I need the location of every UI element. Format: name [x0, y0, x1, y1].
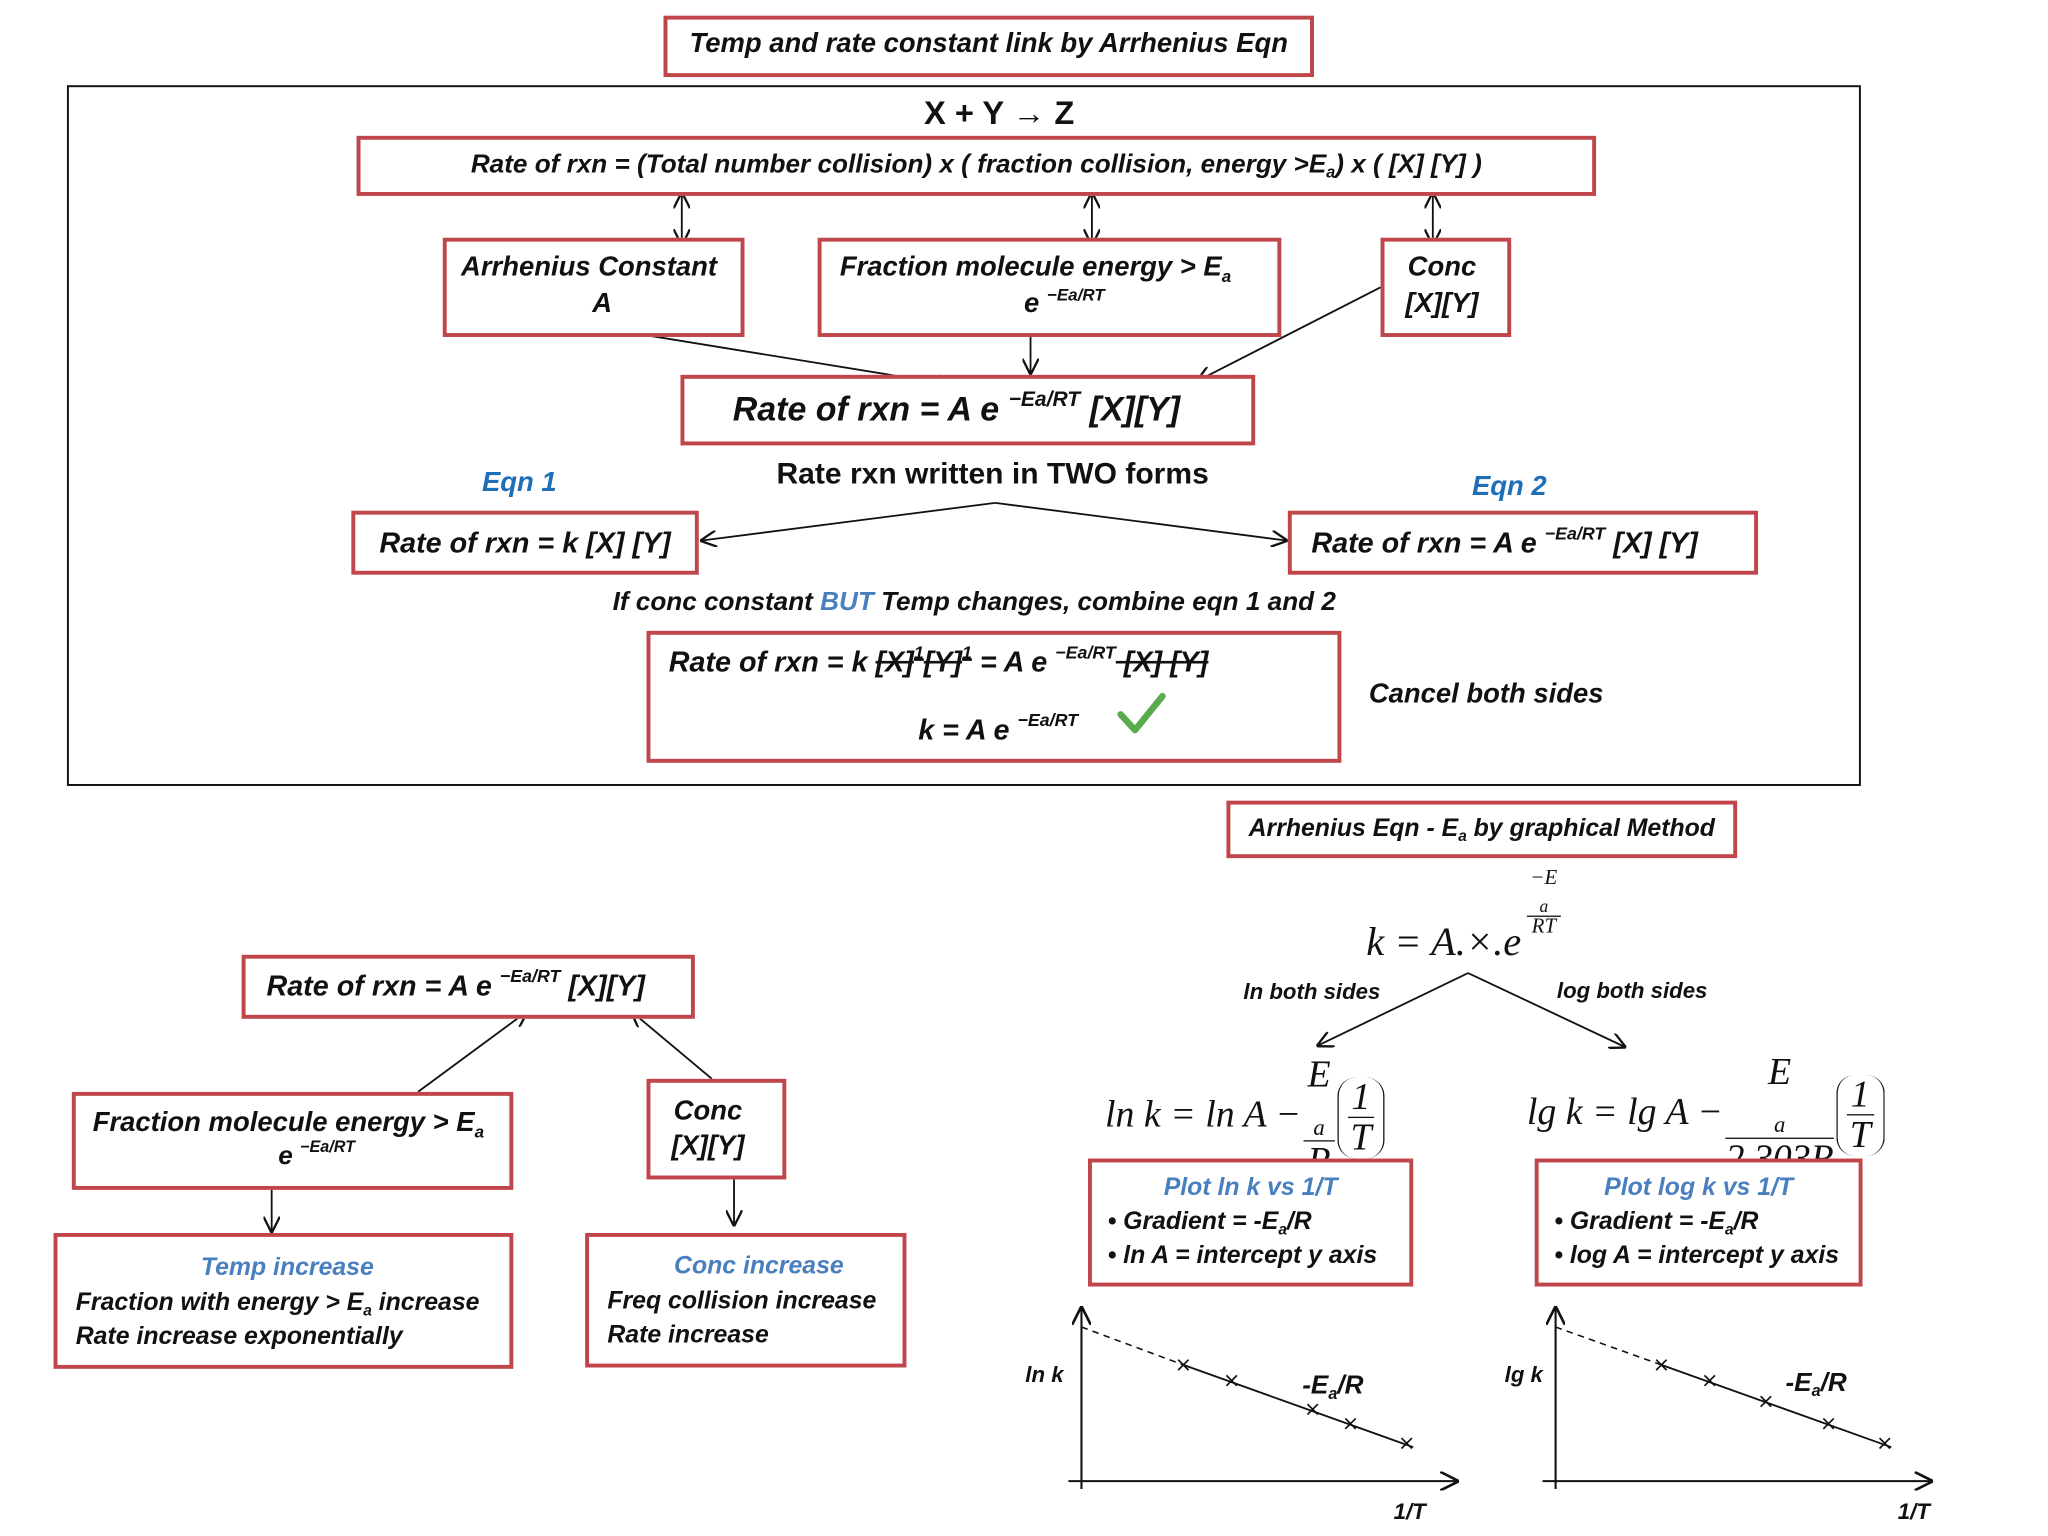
rate-general-box — [356, 135, 1597, 196]
plot-log-gradient: • Gradient = -Ea/R — [1554, 1208, 1759, 1239]
plot-ln-box — [1087, 1158, 1414, 1287]
graph-lg-ylabel: lg k — [1504, 1362, 1543, 1388]
graphical-title-box — [1226, 800, 1738, 859]
eqn1-equation: Rate of rxn = k [X] [Y] — [379, 526, 671, 560]
eqn1-box — [351, 510, 699, 575]
rate-main-equation: Rate of rxn = A e −Ea/RT [X][Y] — [732, 387, 1181, 429]
title-box — [663, 15, 1314, 78]
check-mark-icon — [1117, 692, 1166, 734]
graph-ln-k — [1068, 1306, 1459, 1489]
temp-increase-line1: Fraction with energy > Ea increase — [75, 1289, 480, 1320]
graph-ln-xlabel: 1/T — [1393, 1499, 1426, 1525]
log-both-sides-label: log both sides — [1556, 978, 1708, 1004]
two-forms-caption: Rate rxn written in TWO forms — [776, 455, 1209, 490]
conc-increase-title: Conc increase — [674, 1252, 844, 1280]
bottom-fraction-exponential: e −Ea/RT — [278, 1138, 356, 1171]
graph-ln-ylabel: ln k — [1025, 1362, 1064, 1388]
temp-increase-line2: Rate increase exponentially — [75, 1323, 403, 1351]
cancelled-x: [X]1 — [875, 643, 924, 678]
conc-box — [1380, 237, 1512, 337]
conc-increase-box — [585, 1232, 907, 1368]
arrhenius-constant-symbol: A — [592, 288, 613, 319]
eqn2-box — [1287, 510, 1759, 575]
cancel-note: Cancel both sides — [1368, 679, 1604, 710]
graphical-title: Arrhenius Eqn - Ea by graphical Method — [1248, 815, 1715, 846]
rate-main-box — [680, 374, 1256, 446]
bottom-rate-equation: Rate of rxn = A e −Ea/RT [X][Y] — [266, 967, 645, 1002]
plot-ln-gradient: • Gradient = -Ea/R — [1107, 1208, 1312, 1239]
fraction-energy-box — [817, 237, 1282, 337]
plot-ln-title: Plot ln k vs 1/T — [1163, 1174, 1338, 1202]
k-equation: k = A e −Ea/RT — [918, 711, 1079, 746]
plot-log-box — [1534, 1158, 1863, 1287]
eqn2-equation: Rate of rxn = A e −Ea/RT [X] [Y] — [1311, 524, 1698, 560]
temp-increase-title: Temp increase — [200, 1253, 374, 1282]
page-title: Temp and rate constant link by Arrhenius… — [689, 28, 1288, 59]
graph-lg-xlabel: 1/T — [1897, 1499, 1930, 1525]
bottom-fraction-label: Fraction molecule energy > Ea — [92, 1107, 485, 1141]
arrhenius-constant-box — [442, 237, 745, 337]
bottom-rate-box — [241, 954, 695, 1019]
bottom-conc-box — [646, 1078, 787, 1180]
conc-increase-line2: Rate increase — [607, 1321, 769, 1350]
conc-increase-line1: Freq collision increase — [607, 1287, 877, 1316]
graph-lg-slope: -Ea/R — [1785, 1368, 1847, 1401]
arrhenius-constant-label: Arrhenius Constant — [461, 252, 718, 283]
temp-increase-box — [53, 1232, 514, 1369]
rate-general-text: Rate of rxn = (Total number collision) x… — [470, 150, 1482, 182]
plot-log-intercept: • log A = intercept y axis — [1554, 1242, 1840, 1270]
combined-box — [646, 630, 1342, 763]
combine-caption: If conc constant BUT Temp changes, combi… — [612, 587, 1336, 617]
plot-ln-intercept: • ln A = intercept y axis — [1107, 1242, 1378, 1270]
fraction-energy-label: Fraction molecule energy > Ea — [839, 252, 1232, 286]
graph-lg-k — [1542, 1306, 1934, 1489]
ln-both-sides-label: ln both sides — [1243, 979, 1381, 1005]
plot-log-title: Plot log k vs 1/T — [1604, 1174, 1794, 1202]
graph-ln-slope: -Ea/R — [1302, 1371, 1364, 1404]
bottom-conc-label: Conc — [673, 1095, 743, 1126]
cancelled-y: [Y]1 — [923, 643, 972, 678]
fraction-energy-exponential: e −Ea/RT — [1023, 284, 1105, 319]
eqn2-label: Eqn 2 — [1471, 471, 1547, 502]
conc-label: Conc — [1407, 252, 1477, 283]
reaction-equation: X + Y → Z — [923, 95, 1075, 132]
main-frame — [66, 85, 1861, 786]
eqn1-label: Eqn 1 — [481, 467, 557, 498]
bottom-fraction-box — [71, 1091, 514, 1190]
bottom-conc-terms: [X][Y] — [671, 1131, 745, 1162]
combined-equation: Rate of rxn = k [X]1[Y]1 = A e −Ea/RT [X… — [668, 643, 1209, 678]
conc-terms: [X][Y] — [1405, 288, 1479, 319]
